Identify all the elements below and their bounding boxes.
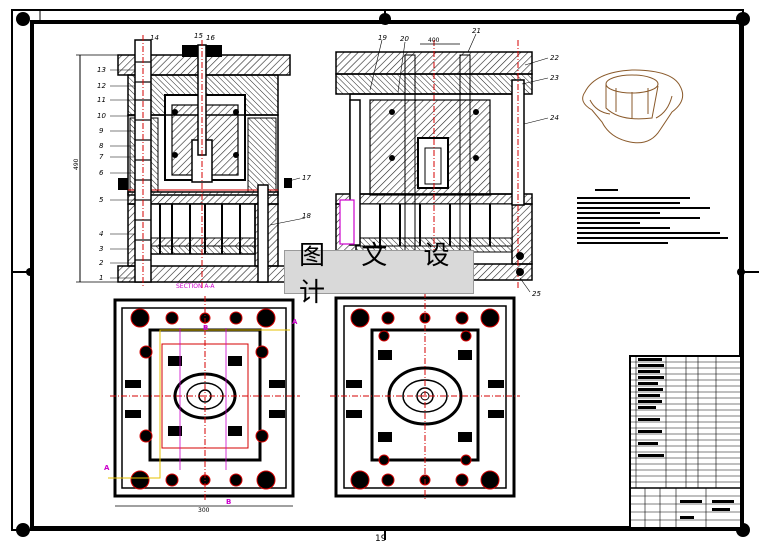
- part-number: 11: [97, 96, 106, 104]
- watermark-banner: 图 文 设 计: [284, 241, 474, 308]
- dimension-label: 490: [73, 158, 80, 170]
- part-number: 13: [97, 66, 106, 74]
- part-number: 6: [99, 169, 104, 177]
- side-section-view-right: 19 20 21 22 23 24 25 400: [335, 27, 559, 298]
- drawing-frame: [11, 9, 759, 540]
- part-number: 2: [99, 259, 104, 267]
- part-number: 17: [302, 174, 311, 182]
- front-section-view-left: 13 12 11 10 9 8 7 6 5 4 3 2 1 14 15 16 1…: [73, 32, 311, 290]
- part-number: 10: [97, 112, 106, 120]
- dimension-label: 400: [428, 37, 440, 44]
- parts-list-title-block: [629, 355, 742, 529]
- section-mark: B: [226, 498, 231, 506]
- part-number: 9: [99, 127, 104, 135]
- part-number: 7: [99, 153, 104, 161]
- part-number: 16: [206, 34, 215, 42]
- part-number: 1: [99, 274, 103, 282]
- section-mark: A: [292, 318, 298, 326]
- page-number: 19: [375, 534, 387, 544]
- section-mark: A: [104, 464, 110, 472]
- section-mark: B: [203, 324, 208, 332]
- part-number-labels-left: 13 12 11 10 9 8 7 6 5 4 3 2 1 14 15 16 1…: [97, 32, 311, 282]
- dimension-label: 300: [198, 507, 210, 514]
- part-number: 20: [400, 35, 409, 43]
- part-number: 12: [97, 82, 106, 90]
- part-number: 8: [99, 142, 104, 150]
- part-number: 14: [150, 34, 159, 42]
- part-number: 18: [302, 212, 311, 220]
- part-number: 19: [378, 34, 387, 42]
- part-number: 23: [550, 74, 559, 82]
- product-isometric-view: [582, 69, 684, 144]
- part-number: 21: [472, 27, 481, 35]
- part-number: 3: [99, 245, 103, 253]
- part-number: 25: [532, 290, 541, 298]
- part-number: 22: [550, 54, 559, 62]
- part-number: 15: [194, 32, 203, 40]
- part-number-labels-right: 19 20 21 22 23 24 25: [378, 27, 559, 298]
- part-number: 5: [99, 196, 104, 204]
- plan-view-moving-half: A A B B SECTION A-A 300: [104, 283, 300, 514]
- part-number: 24: [550, 114, 559, 122]
- part-number: 4: [99, 230, 103, 238]
- technical-notes-block: [577, 189, 728, 244]
- plan-view-fixed-half: [330, 292, 520, 500]
- section-view-title: SECTION A-A: [176, 283, 215, 290]
